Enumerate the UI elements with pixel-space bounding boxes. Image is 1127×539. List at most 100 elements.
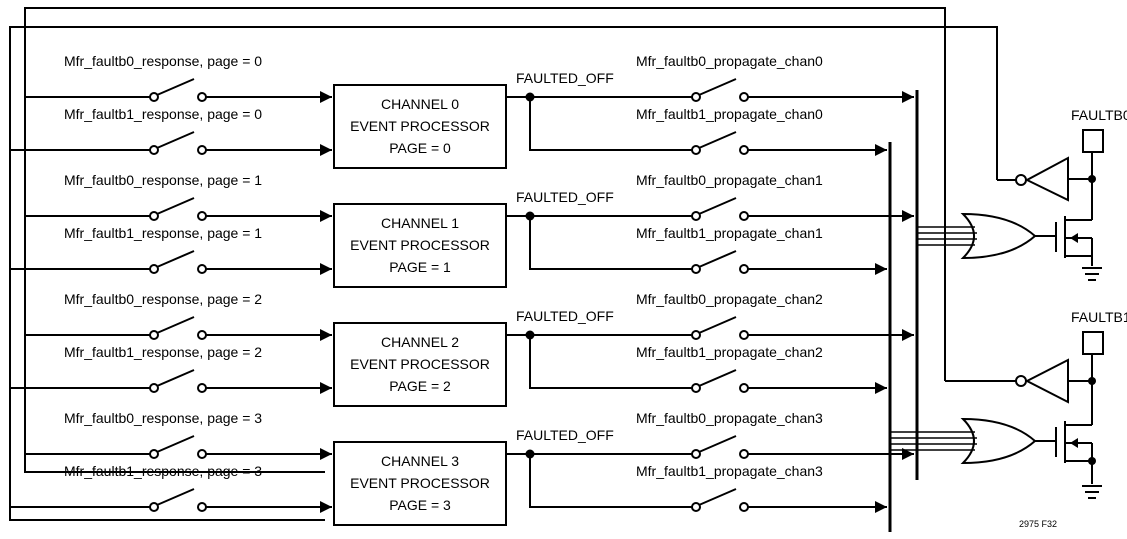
faulted-off-label-ch3: FAULTED_OFF [516, 427, 614, 443]
or-gate-0 [960, 212, 1037, 260]
propagate-switch-b1-ch2-contact-b [739, 383, 749, 393]
processor-subtitle-ch2: EVENT PROCESSOR [350, 356, 490, 372]
propagate-switch-b0-ch2-contact-b [739, 330, 749, 340]
response-label-b0-ch0: Mfr_faultb0_response, page = 0 [64, 53, 262, 69]
faultb1-output-stage [890, 331, 1104, 499]
propagate-switch-b1-ch0-contact-b [739, 145, 749, 155]
propagate-switch-b1-ch3-contact-b [739, 502, 749, 512]
response-switch-b1-ch3-contact-b [197, 502, 207, 512]
response-switch-b0-ch3-contact-b [197, 449, 207, 459]
propagate-switch-b0-ch2-blade [698, 316, 737, 334]
response-switch-b1-ch2-blade [156, 369, 195, 387]
propagate-switch-b1-ch1-contact-a [691, 264, 701, 274]
pin-label-faultb1: FAULTB1 [1071, 309, 1127, 325]
propagate-switch-b0-ch1-contact-b [739, 211, 749, 221]
processor-subtitle-ch1: EVENT PROCESSOR [350, 237, 490, 253]
faultb1-pin [1082, 331, 1104, 355]
propagate-switch-b1-ch3-blade [698, 488, 737, 506]
processor-title-ch2: CHANNEL 2 [381, 334, 459, 350]
faultb0-output-stage [917, 129, 1104, 281]
propagate-label-b0-ch2: Mfr_faultb0_propagate_chan2 [636, 291, 823, 307]
propagate-switch-b0-ch1-blade [698, 197, 737, 215]
propagate-switch-b1-ch1-blade [698, 250, 737, 268]
response-switch-b1-ch1-contact-b [197, 264, 207, 274]
propagate-label-b1-ch1: Mfr_faultb1_propagate_chan1 [636, 225, 823, 241]
faultb0-feedback-wire [9, 26, 998, 521]
faulted-wire-b1-ch2 [529, 335, 696, 389]
propagate-switch-b0-ch3-blade [698, 435, 737, 453]
response-switch-b0-ch3-contact-a [149, 449, 159, 459]
response-switch-b0-ch2-blade [156, 316, 195, 334]
response-switch-b0-ch0-contact-a [149, 92, 159, 102]
response-switch-b1-ch1-blade [156, 250, 195, 268]
processor-page-ch2: PAGE = 2 [389, 378, 451, 394]
response-label-b1-ch3: Mfr_faultb1_response, page = 3 [64, 463, 262, 479]
event-processor-box-ch0 [333, 84, 507, 169]
response-switch-b1-ch1-contact-a [149, 264, 159, 274]
processor-page-ch0: PAGE = 0 [389, 140, 451, 156]
response-switch-b1-ch0-contact-a [149, 145, 159, 155]
faulted-wire-b1-ch1 [529, 216, 696, 270]
propagate-switch-b1-ch1-contact-b [739, 264, 749, 274]
response-switch-b1-ch2-contact-b [197, 383, 207, 393]
propagate-label-b1-ch0: Mfr_faultb1_propagate_chan0 [636, 106, 823, 122]
response-switch-b1-ch0-blade [156, 131, 195, 149]
response-switch-b1-ch3-contact-a [149, 502, 159, 512]
event-processor-box-ch3 [333, 441, 507, 526]
faultb0-pin [1082, 129, 1104, 153]
response-switch-b0-ch1-contact-b [197, 211, 207, 221]
faulted-off-label-ch2: FAULTED_OFF [516, 308, 614, 324]
response-switch-b0-ch2-contact-a [149, 330, 159, 340]
faultb1-feedback-wire [24, 7, 946, 473]
processor-title-ch3: CHANNEL 3 [381, 453, 459, 469]
buffer-triangle-0 [1024, 156, 1069, 202]
propagate-switch-b1-ch2-blade [698, 369, 737, 387]
response-label-b0-ch2: Mfr_faultb0_response, page = 2 [64, 291, 262, 307]
propagate-switch-b0-ch0-contact-a [691, 92, 701, 102]
response-label-b1-ch1: Mfr_faultb1_response, page = 1 [64, 225, 262, 241]
faulted-off-label-ch0: FAULTED_OFF [516, 70, 614, 86]
figure-id: 2975 F32 [1019, 519, 1057, 529]
response-switch-b0-ch0-contact-b [197, 92, 207, 102]
propagate-switch-b0-ch0-blade [698, 78, 737, 96]
processor-title-ch1: CHANNEL 1 [381, 215, 459, 231]
propagate-switch-b0-ch3-contact-b [739, 449, 749, 459]
propagate-label-b0-ch1: Mfr_faultb0_propagate_chan1 [636, 172, 823, 188]
faulted-wire-b1-ch0 [529, 97, 696, 151]
propagate-switch-b0-ch3-contact-a [691, 449, 701, 459]
response-switch-b1-ch3-blade [156, 488, 195, 506]
propagate-label-b1-ch3: Mfr_faultb1_propagate_chan3 [636, 463, 823, 479]
propagate-switch-b1-ch0-blade [698, 131, 737, 149]
processor-page-ch1: PAGE = 1 [389, 259, 451, 275]
propagate-switch-b1-ch0-contact-a [691, 145, 701, 155]
response-switch-b1-ch2-contact-a [149, 383, 159, 393]
response-switch-b0-ch1-blade [156, 197, 195, 215]
faulted-wire-b1-ch3 [529, 454, 696, 508]
response-switch-b0-ch1-contact-a [149, 211, 159, 221]
faulted-off-label-ch1: FAULTED_OFF [516, 189, 614, 205]
response-label-b1-ch0: Mfr_faultb1_response, page = 0 [64, 106, 262, 122]
response-switch-b0-ch0-blade [156, 78, 195, 96]
processor-subtitle-ch3: EVENT PROCESSOR [350, 475, 490, 491]
processor-title-ch0: CHANNEL 0 [381, 96, 459, 112]
propagate-label-b0-ch3: Mfr_faultb0_propagate_chan3 [636, 410, 823, 426]
processor-page-ch3: PAGE = 3 [389, 497, 451, 513]
response-switch-b1-ch0-contact-b [197, 145, 207, 155]
processor-subtitle-ch0: EVENT PROCESSOR [350, 118, 490, 134]
pin-label-faultb0: FAULTB0 [1071, 107, 1127, 123]
response-label-b0-ch3: Mfr_faultb0_response, page = 3 [64, 410, 262, 426]
propagate-switch-b0-ch1-contact-a [691, 211, 701, 221]
response-label-b1-ch2: Mfr_faultb1_response, page = 2 [64, 344, 262, 360]
or-gate-1 [960, 417, 1037, 465]
response-switch-b0-ch3-blade [156, 435, 195, 453]
buffer-triangle-1 [1024, 358, 1069, 404]
response-switch-b0-ch2-contact-b [197, 330, 207, 340]
propagate-switch-b1-ch3-contact-a [691, 502, 701, 512]
propagate-label-b0-ch0: Mfr_faultb0_propagate_chan0 [636, 53, 823, 69]
propagate-switch-b0-ch0-contact-b [739, 92, 749, 102]
propagate-switch-b0-ch2-contact-a [691, 330, 701, 340]
propagate-label-b1-ch2: Mfr_faultb1_propagate_chan2 [636, 344, 823, 360]
event-processor-box-ch2 [333, 322, 507, 407]
